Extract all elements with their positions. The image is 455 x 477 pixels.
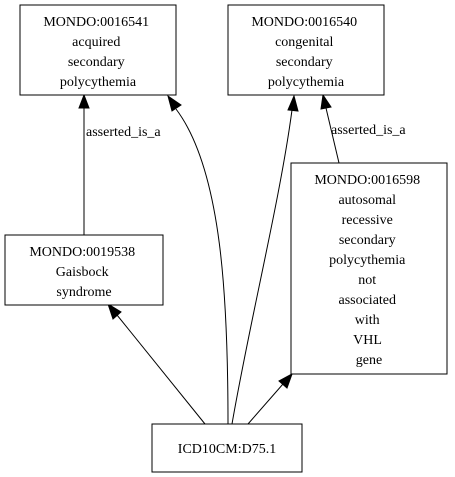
node-icd10cm-d75-1[interactable]: ICD10CM:D75.1 [151, 423, 303, 473]
node-box [151, 423, 303, 473]
arrow-head-icon [78, 93, 90, 109]
node-id: ICD10CM:D75.1 [178, 442, 276, 457]
node-box [4, 234, 164, 306]
node-label-line: Gaisbock [56, 265, 109, 280]
node-label-line: polycythemia [329, 253, 406, 268]
node-label-line: secondary [68, 55, 125, 70]
edge-icd-to-acquired [167, 94, 229, 425]
arrow-head-icon [287, 94, 299, 112]
arrow-head-icon [107, 302, 122, 320]
node-label-line: secondary [276, 55, 333, 70]
node-mondo-0016598[interactable]: MONDO:0016598 autosomal recessive second… [290, 162, 448, 375]
node-mondo-0019538[interactable]: MONDO:0019538 Gaisbock syndrome [4, 234, 164, 306]
edge-line [231, 109, 293, 425]
node-label-line: not [358, 273, 376, 288]
node-id: MONDO:0016541 [43, 15, 149, 30]
edge-icd-to-autosomal [247, 372, 293, 425]
node-label: MONDO:0016541 acquired secondary polycyt… [43, 15, 152, 90]
edges: asserted_is_a asserted_is_a [78, 93, 406, 425]
edge-icd-to-congenital [231, 94, 299, 425]
node-id: MONDO:0019538 [29, 245, 135, 260]
node-box [290, 162, 448, 375]
node-label-line: polycythemia [60, 75, 137, 90]
edge-gaisbock-to-acquired: asserted_is_a [78, 93, 161, 235]
edge-label: asserted_is_a [86, 125, 161, 140]
node-label: MONDO:0016540 congenital secondary polyc… [251, 15, 360, 90]
node-box [227, 4, 385, 96]
node-label: ICD10CM:D75.1 [178, 442, 276, 457]
edge-line [247, 383, 284, 425]
edge-label: asserted_is_a [331, 123, 406, 138]
node-label-line: recessive [342, 213, 393, 228]
arrow-head-icon [278, 372, 293, 389]
edge-line [325, 107, 340, 164]
node-id: MONDO:0016540 [251, 15, 357, 30]
node-label-line: syndrome [56, 285, 111, 300]
node-label-line: polycythemia [268, 75, 345, 90]
node-label-line: gene [356, 353, 382, 368]
nodes: MONDO:0016541 acquired secondary polycyt… [4, 4, 448, 473]
node-label-line: congenital [275, 35, 333, 50]
node-label-line: acquired [72, 35, 120, 50]
node-label-line: associated [338, 293, 396, 308]
node-box [19, 4, 177, 96]
node-mondo-0016541[interactable]: MONDO:0016541 acquired secondary polycyt… [19, 4, 177, 96]
node-label: MONDO:0016598 autosomal recessive second… [314, 173, 423, 368]
edge-line [175, 108, 229, 425]
node-label: MONDO:0019538 Gaisbock syndrome [29, 245, 138, 300]
arrow-head-icon [320, 93, 332, 110]
edge-icd-to-gaisbock [107, 302, 206, 425]
edge-autosomal-to-congenital: asserted_is_a [320, 93, 406, 164]
node-mondo-0016540[interactable]: MONDO:0016540 congenital secondary polyc… [227, 4, 385, 96]
arrow-head-icon [167, 94, 182, 112]
node-label-line: secondary [339, 233, 396, 248]
node-label-line: autosomal [338, 193, 396, 208]
edge-line [116, 314, 206, 425]
node-label-line: VHL [353, 333, 381, 348]
node-label-line: with [355, 313, 380, 328]
node-id: MONDO:0016598 [314, 173, 420, 188]
